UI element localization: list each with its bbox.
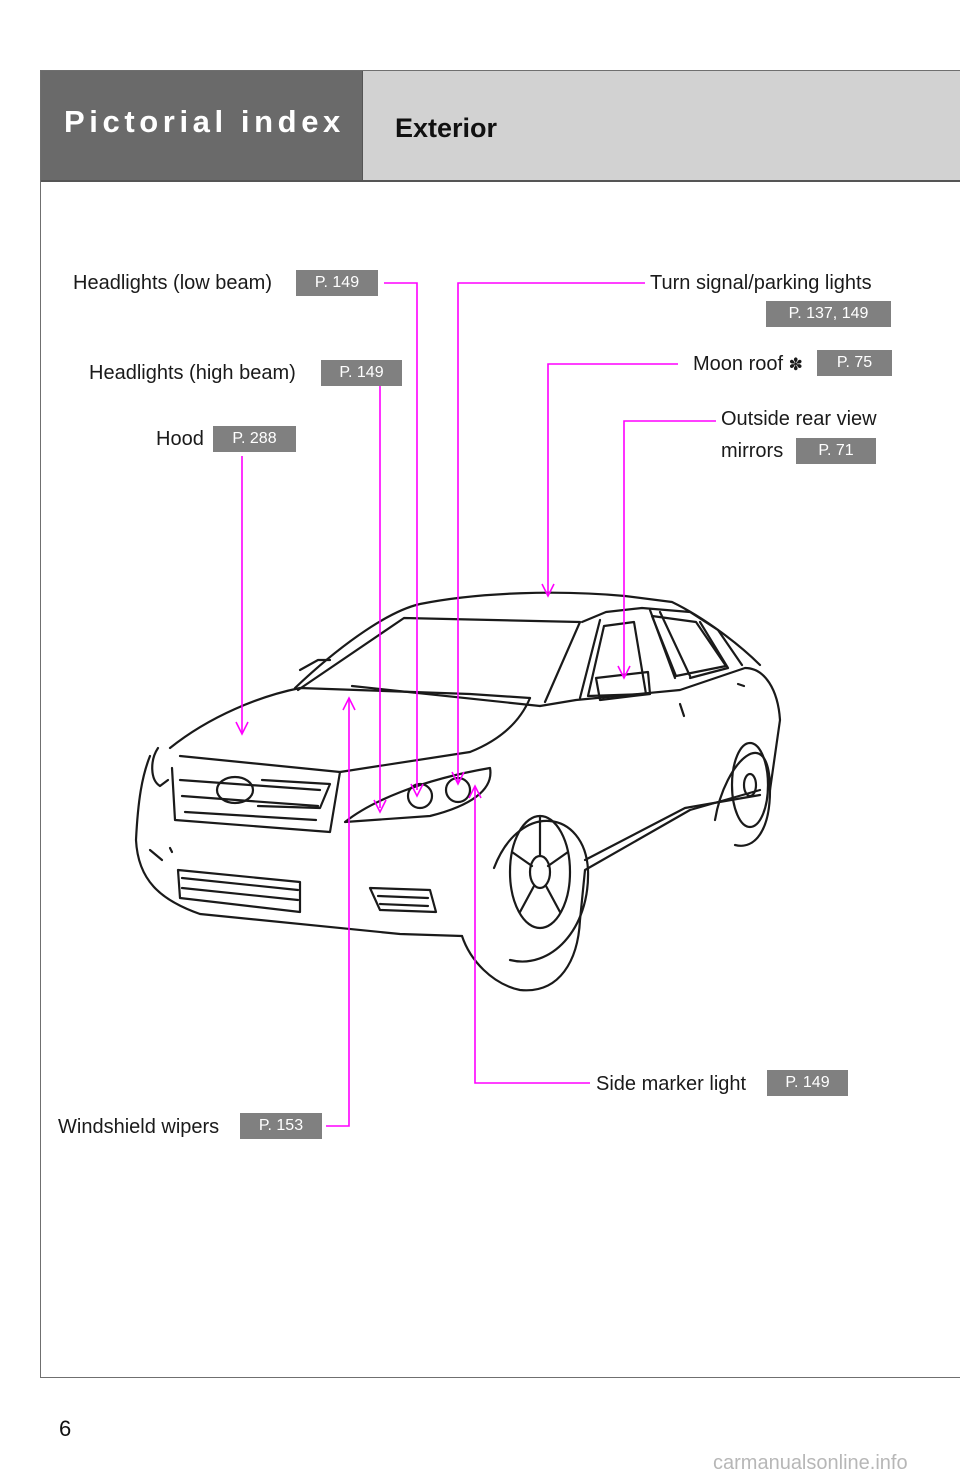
- leader-side-marker-arrow: [468, 784, 482, 799]
- headlights-low-page-ref[interactable]: P. 149: [296, 270, 378, 296]
- hood-label: Hood: [156, 428, 204, 450]
- turn-signal-label: Turn signal/parking lights: [650, 272, 872, 294]
- leader-wipers: [326, 698, 350, 1127]
- leader-lines: [235, 282, 716, 1127]
- side-marker-page-ref[interactable]: P. 149: [767, 1070, 848, 1096]
- header-tab-light: [362, 71, 960, 181]
- leader-side-marker: [474, 786, 590, 1084]
- wipers-label: Windshield wipers: [58, 1116, 220, 1138]
- leader-mirrors: [623, 420, 716, 678]
- turn-signal-page-ref[interactable]: P. 137, 149: [766, 301, 891, 327]
- mirrors-label-line1: Outside rear view: [721, 408, 877, 430]
- moon-roof-label: Moon roof ✽: [693, 353, 803, 376]
- car-outline: [134, 591, 782, 992]
- subsection-title: Exterior: [395, 113, 498, 143]
- moon-roof-label-text: Moon roof: [693, 353, 784, 375]
- leader-moon-roof: [547, 363, 678, 596]
- leader-wipers-arrow: [342, 696, 356, 711]
- wipers-page-ref[interactable]: P. 153: [240, 1113, 322, 1139]
- side-marker-label: Side marker light: [596, 1073, 747, 1095]
- page-frame: [40, 70, 960, 1378]
- header-divider: [41, 180, 960, 182]
- mirrors-label-line2: mirrors: [721, 440, 784, 462]
- leader-mirrors-arrow: [617, 665, 631, 680]
- leader-turn-signal: [457, 282, 645, 784]
- mirrors-page-ref[interactable]: P. 71: [796, 438, 876, 464]
- leader-headlights-low-arrow: [410, 783, 424, 798]
- leader-headlights-low: [384, 282, 418, 790]
- moon-roof-page-ref[interactable]: P. 75: [817, 350, 892, 376]
- asterisk-icon: ✽: [788, 355, 803, 375]
- leader-moon-roof-arrow: [541, 583, 555, 598]
- header-tab-dark: [41, 71, 362, 181]
- headlights-low-label: Headlights (low beam): [73, 272, 272, 294]
- watermark: carmanualsonline.info: [713, 1452, 908, 1474]
- leader-headlights-high: [379, 371, 384, 808]
- page-number: 6: [59, 1416, 72, 1441]
- headlights-high-page-ref[interactable]: P. 149: [321, 360, 402, 386]
- leader-turn-signal-arrow: [451, 771, 465, 786]
- headlights-high-label: Headlights (high beam): [89, 362, 296, 384]
- leader-headlights-high-arrow: [373, 799, 387, 814]
- leader-hood-arrow: [235, 721, 249, 736]
- section-title: Pictorial index: [64, 104, 345, 139]
- hood-page-ref[interactable]: P. 288: [213, 426, 296, 452]
